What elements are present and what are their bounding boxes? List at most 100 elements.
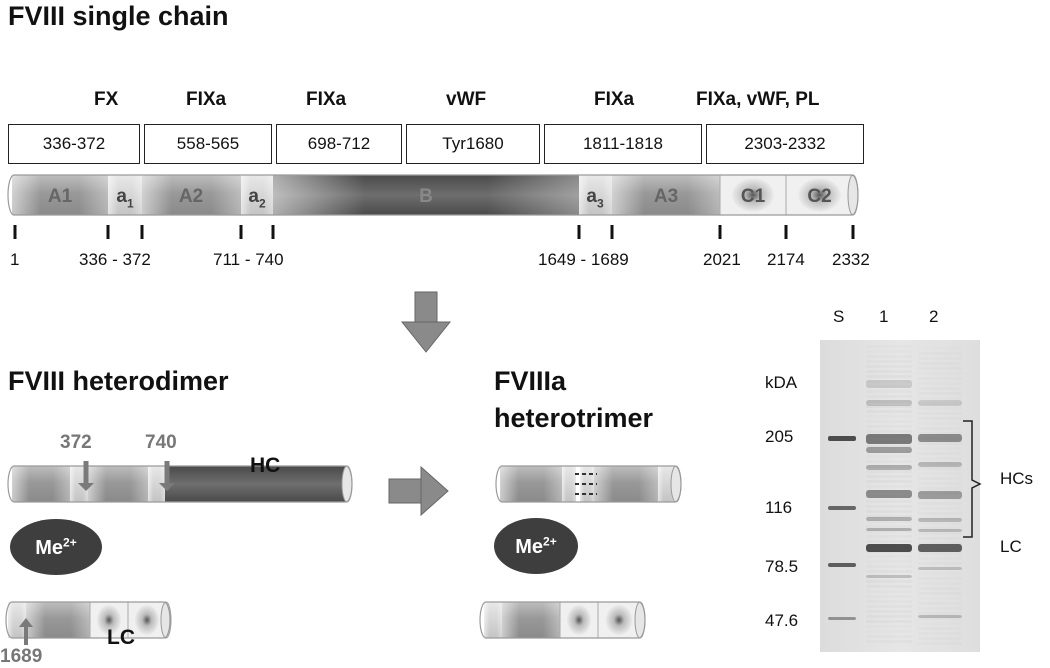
domain-acidic-a1-label: a1 bbox=[116, 186, 134, 210]
lc-label: LC bbox=[107, 626, 135, 649]
gel-smear-lane1 bbox=[866, 565, 912, 568]
domain-acidic-a3-label: a3 bbox=[586, 186, 604, 210]
position-label: 336 - 372 bbox=[79, 250, 151, 269]
gel-smear-lane2 bbox=[918, 457, 962, 460]
partner-label-vwf: vWF bbox=[446, 89, 487, 110]
gel-smear-lane1 bbox=[866, 485, 912, 488]
gel-smear-lane1 bbox=[866, 555, 912, 558]
gel-smear-lane2 bbox=[918, 552, 962, 555]
domain-c1-shade bbox=[731, 178, 775, 212]
gel-smear-lane2 bbox=[918, 582, 962, 585]
cleavage-arrow-740-head bbox=[159, 483, 175, 491]
gel-smear-lane1 bbox=[866, 420, 912, 423]
marker-label-205: 205 bbox=[765, 427, 794, 446]
gel-smear-lane1 bbox=[866, 535, 912, 538]
gel-smear-lane1 bbox=[866, 400, 912, 403]
gel-smear-lane1 bbox=[866, 445, 912, 448]
gel-smear-lane2 bbox=[918, 512, 962, 515]
domain-a2-sheen bbox=[142, 175, 241, 215]
gel-smear-lane2 bbox=[918, 587, 962, 590]
gel-smear-lane2 bbox=[918, 367, 962, 370]
gel-smear-lane2 bbox=[918, 617, 962, 620]
gel-smear-lane1 bbox=[866, 575, 912, 578]
gel-lane1-band bbox=[866, 434, 912, 444]
gel-smear-lane2 bbox=[918, 407, 962, 410]
lc-acidic-a3-sheen bbox=[8, 602, 26, 638]
gel-smear-lane1 bbox=[866, 515, 912, 518]
lane-label-s: S bbox=[833, 307, 845, 326]
gel-smear-lane1 bbox=[866, 580, 912, 583]
position-label: 2021 bbox=[703, 250, 741, 269]
lc-domain-c1-shade bbox=[96, 604, 122, 636]
position-label: 2174 bbox=[767, 250, 805, 269]
position-tick bbox=[577, 225, 581, 239]
gel-smear-lane1 bbox=[866, 635, 912, 638]
gel-smear-lane2 bbox=[918, 637, 962, 640]
gel-smear-lane2 bbox=[918, 377, 962, 380]
gel-lane1-band bbox=[866, 380, 912, 388]
heterotrimer-title-line2: heterotrimer bbox=[494, 403, 654, 433]
gel-smear-lane2 bbox=[918, 487, 962, 490]
single-chain-title: FVIII single chain bbox=[8, 1, 229, 31]
gel-smear-lane1 bbox=[866, 385, 912, 388]
gel-smear-lane2 bbox=[918, 347, 962, 350]
gel-lane2-band bbox=[918, 615, 962, 618]
metal-ion-heterodimer-ellipse bbox=[10, 519, 102, 575]
kda-label: kDA bbox=[765, 373, 798, 392]
gel-smear-lane1 bbox=[866, 530, 912, 533]
trimer-lc-acidic-sheen bbox=[484, 602, 502, 638]
gel-smear-lane2 bbox=[918, 622, 962, 625]
gel-smear-lane2 bbox=[918, 532, 962, 535]
gel-lane2-band bbox=[918, 491, 962, 499]
gel-smear-lane2 bbox=[918, 397, 962, 400]
domain-c2-label: C2 bbox=[807, 186, 831, 207]
metal-ion-heterodimer-text: Me2+ bbox=[35, 535, 76, 559]
lc-end-cap bbox=[160, 601, 172, 639]
position-tick bbox=[718, 225, 722, 239]
gel-smear-lane2 bbox=[918, 577, 962, 580]
gel-smear-lane1 bbox=[866, 350, 912, 353]
heterodimer-title: FVIII heterodimer bbox=[8, 366, 229, 396]
heavy-chain-outline bbox=[7, 465, 353, 503]
gel-smear-lane2 bbox=[918, 362, 962, 365]
domain-b-sheen bbox=[273, 175, 579, 215]
hcs-bracket bbox=[963, 420, 982, 538]
cleavage-label-1689: 1689 bbox=[0, 646, 43, 667]
cleavage-arrow-372-head bbox=[78, 483, 94, 491]
domain-acidic-a1-sheen bbox=[108, 175, 142, 215]
gel-smear-lane1 bbox=[866, 625, 912, 628]
gel-smear-lane2 bbox=[918, 462, 962, 465]
hc-domain-a2-sheen bbox=[88, 466, 148, 502]
binding-site-box: 2303-2332 bbox=[706, 124, 864, 164]
metal-ion-heterotrimer-ellipse bbox=[494, 518, 578, 574]
gel-smear-lane2 bbox=[918, 442, 962, 445]
lc-domain-a3-sheen bbox=[26, 602, 90, 638]
gel-lane1-band bbox=[866, 528, 912, 531]
gel-lane1-band bbox=[866, 490, 912, 498]
cleavage-arrow-1689-shaft bbox=[24, 626, 28, 645]
position-tick bbox=[610, 225, 614, 239]
gel-lane1-band bbox=[866, 517, 912, 521]
gel-smear-lane2 bbox=[918, 452, 962, 455]
binding-site-box: 1811-1818 bbox=[544, 124, 702, 164]
gel-marker-band bbox=[828, 436, 856, 441]
gel-smear-lane1 bbox=[866, 360, 912, 363]
gel-smear-lane1 bbox=[866, 540, 912, 543]
gel-smear-lane1 bbox=[866, 595, 912, 598]
position-label: 711 - 740 bbox=[213, 250, 284, 269]
trimer-light-outline bbox=[479, 601, 646, 639]
domain-a3-sheen bbox=[612, 175, 720, 215]
gel-smear-lane2 bbox=[918, 357, 962, 360]
transition-arrow-down-shaft bbox=[414, 291, 438, 323]
domain-acidic-a3-sheen bbox=[579, 175, 612, 215]
gel-smear-lane2 bbox=[918, 472, 962, 475]
gel-smear-lane2 bbox=[918, 542, 962, 545]
gel-smear-lane1 bbox=[866, 640, 912, 643]
gel-smear-lane1 bbox=[866, 630, 912, 633]
gel-lane2-band bbox=[918, 518, 962, 522]
partner-label-fixa-2: FIXa bbox=[306, 89, 347, 110]
gel-smear-lane1 bbox=[866, 475, 912, 478]
gel-smear-lane2 bbox=[918, 632, 962, 635]
